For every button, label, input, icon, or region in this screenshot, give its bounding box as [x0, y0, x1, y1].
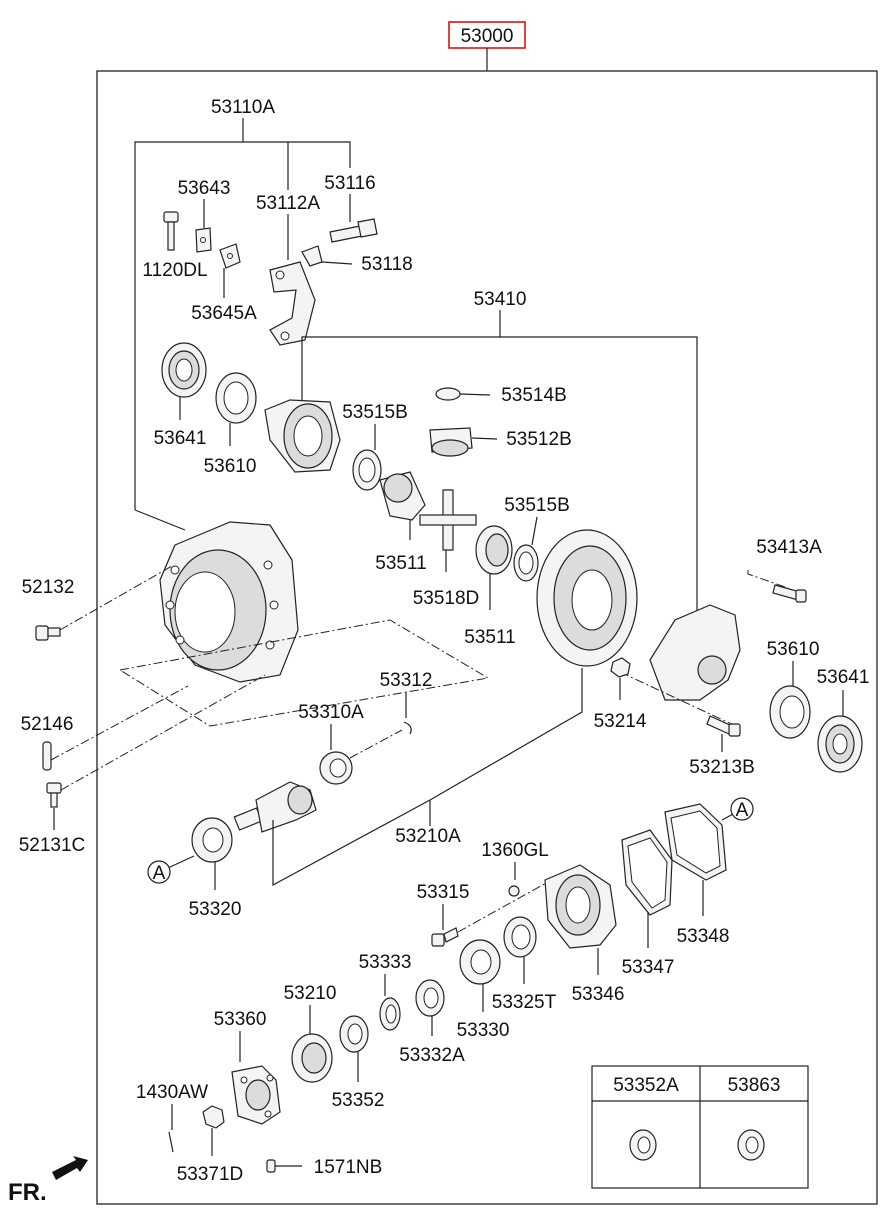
assembly-frame — [96, 70, 878, 1205]
part-label-53641-left[interactable]: 53641 — [154, 428, 207, 449]
bearing-53210-icon — [291, 1033, 333, 1083]
diff-case-icon — [264, 399, 341, 473]
part-label-53333[interactable]: 53333 — [359, 952, 412, 973]
part-label-1571NB[interactable]: 1571NB — [314, 1157, 383, 1178]
clip-53645A-icon — [219, 243, 241, 269]
side-gear-53511-right-icon — [475, 525, 513, 575]
bearing-53641-left-icon — [161, 342, 207, 398]
part-label-53645A[interactable]: 53645A — [191, 303, 257, 324]
bolt-1120DL-icon — [163, 211, 179, 251]
part-label-53371D[interactable]: 53371D — [177, 1164, 244, 1185]
ref-marker-A-left — [147, 860, 171, 884]
bolt-52132-icon — [35, 625, 61, 641]
ref-marker-A-left-label: A — [153, 863, 166, 884]
bearing-53320-icon — [191, 817, 233, 863]
plate-53348-icon — [664, 803, 727, 881]
ring-gear-icon — [536, 529, 638, 667]
part-label-53112A[interactable]: 53112A — [256, 193, 320, 214]
table-header-53352A[interactable]: 53352A — [613, 1075, 679, 1096]
part-label-53310A[interactable]: 53310A — [298, 702, 364, 723]
bolt-53315-icon — [431, 927, 459, 947]
part-label-53511-left[interactable]: 53511 — [375, 553, 426, 574]
clip-53118-icon — [301, 245, 323, 267]
bearing-53330-icon — [459, 939, 501, 985]
diff-case-cover-icon — [649, 604, 741, 701]
part-label-1430AW[interactable]: 1430AW — [136, 1082, 208, 1103]
carrier-housing-icon — [159, 521, 299, 683]
part-label-53348[interactable]: 53348 — [677, 926, 730, 947]
flange-53360-icon — [231, 1065, 281, 1125]
side-gear-53511-left-icon — [379, 471, 426, 521]
bearing-53310A-icon — [319, 751, 353, 785]
race-53610-left-icon — [215, 372, 257, 424]
bolt-53213B-icon — [706, 715, 741, 737]
alternate-parts-table — [591, 1065, 809, 1189]
nut-53214-icon — [610, 657, 631, 678]
part-label-52146[interactable]: 52146 — [21, 714, 74, 735]
part-label-53110A[interactable]: 53110A — [211, 97, 275, 118]
part-label-52132[interactable]: 52132 — [22, 577, 75, 598]
bolt-53413A-icon — [772, 584, 807, 603]
part-label-53118[interactable]: 53118 — [361, 254, 412, 275]
part-label-53360[interactable]: 53360 — [214, 1009, 267, 1030]
part-label-53332A[interactable]: 53332A — [399, 1045, 465, 1066]
part-label-53643[interactable]: 53643 — [178, 178, 231, 199]
part-label-1360GL[interactable]: 1360GL — [481, 840, 549, 861]
pin-1430AW-icon — [168, 1131, 174, 1153]
part-label-53312[interactable]: 53312 — [380, 670, 433, 691]
nut-53371D-icon — [202, 1105, 225, 1129]
bearing-cap-53112A-icon — [269, 261, 316, 346]
part-label-53413A[interactable]: 53413A — [756, 537, 822, 558]
ref-marker-A-right-label: A — [736, 800, 749, 821]
snap-ring-53312-icon — [403, 721, 412, 735]
front-arrow-icon — [52, 1156, 88, 1180]
part-label-53325T[interactable]: 53325T — [492, 992, 557, 1013]
part-label-53210[interactable]: 53210 — [284, 983, 337, 1004]
drive-pinion-icon — [233, 781, 317, 833]
part-label-53116[interactable]: 53116 — [324, 173, 375, 194]
front-direction-label: FR. — [8, 1179, 47, 1206]
part-label-53515B-mid[interactable]: 53515B — [504, 495, 570, 516]
bearing-53641-right-icon — [817, 715, 863, 773]
part-label-53330[interactable]: 53330 — [457, 1020, 510, 1041]
washer-1360GL-icon — [508, 885, 520, 897]
part-label-53315[interactable]: 53315 — [417, 882, 470, 903]
ref-marker-A-right — [730, 797, 754, 821]
part-label-53512B[interactable]: 53512B — [506, 429, 572, 450]
washer-53514B-icon — [435, 387, 461, 401]
part-label-53641-right[interactable]: 53641 — [817, 667, 870, 688]
pinion-gear-53512B-icon — [429, 427, 473, 457]
table-header-53863[interactable]: 53863 — [728, 1075, 781, 1096]
race-53610-right-icon — [769, 685, 811, 739]
pin-52146-icon — [42, 741, 52, 771]
part-label-52131C[interactable]: 52131C — [19, 835, 86, 856]
bolt-52131C-icon — [46, 782, 62, 808]
cover-53346-icon — [544, 864, 617, 949]
part-label-53518D[interactable]: 53518D — [413, 588, 480, 609]
bolt-53116-icon — [329, 218, 378, 243]
part-label-53410[interactable]: 53410 — [474, 289, 527, 310]
part-label-53352[interactable]: 53352 — [332, 1090, 385, 1111]
part-label-53210A[interactable]: 53210A — [395, 826, 461, 847]
plug-1571NB-icon — [266, 1159, 276, 1173]
spider-53518D-icon — [419, 489, 477, 551]
seal-53863-icon — [737, 1129, 765, 1161]
part-label-53511-right[interactable]: 53511 — [464, 627, 515, 648]
part-label-53347[interactable]: 53347 — [622, 957, 675, 978]
part-label-53213B[interactable]: 53213B — [689, 757, 755, 778]
part-label-53514B[interactable]: 53514B — [501, 385, 567, 406]
part-label-53320[interactable]: 53320 — [189, 899, 242, 920]
seal-53352A-icon — [629, 1129, 657, 1161]
gasket-53347-icon — [621, 829, 673, 916]
part-label-53610-right[interactable]: 53610 — [767, 639, 820, 660]
bearing-53325T-icon — [503, 916, 537, 958]
part-label-53515B-top[interactable]: 53515B — [342, 402, 408, 423]
part-label-1120DL[interactable]: 1120DL — [142, 260, 207, 281]
part-label-53610-left[interactable]: 53610 — [204, 456, 257, 477]
main-part-number[interactable]: 53000 — [461, 26, 514, 47]
part-label-53346[interactable]: 53346 — [572, 984, 625, 1005]
part-label-53214[interactable]: 53214 — [594, 711, 647, 732]
plate-53643-icon — [195, 227, 212, 253]
